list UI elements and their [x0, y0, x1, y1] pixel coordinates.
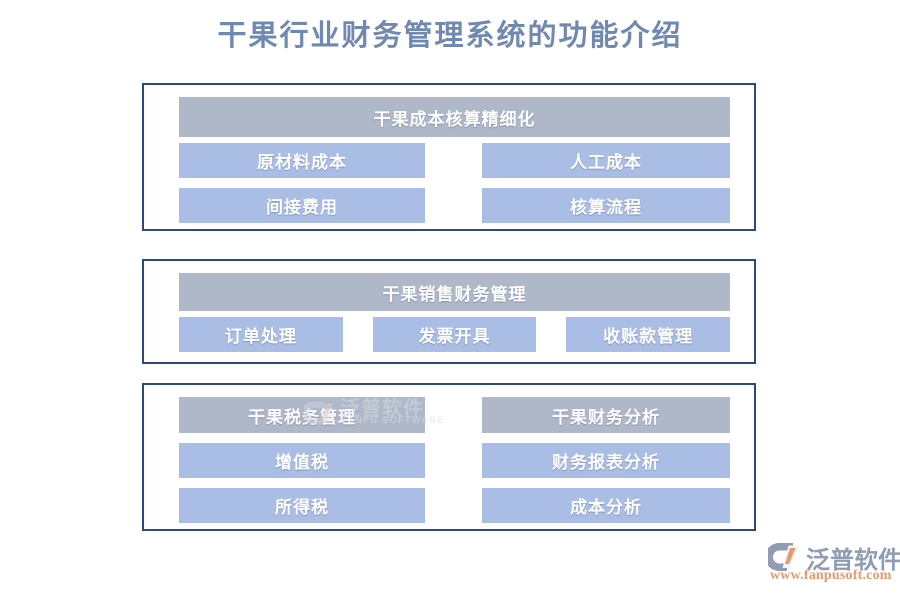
item-bar[interactable]: 成本分析	[482, 488, 730, 523]
section-inner: 干果销售财务管理 订单处理 发票开具 收账款管理	[179, 273, 730, 352]
item-bar[interactable]: 间接费用	[179, 188, 425, 223]
section-cost-accounting: 干果成本核算精细化 原材料成本 人工成本 间接费用 核算流程	[142, 83, 756, 231]
section-inner: 干果税务管理 增值税 所得税 干果财务分析 财务报表分析 成本分析	[179, 397, 730, 523]
brand-logo: 泛普软件 www.fanpusoft.com	[768, 540, 900, 588]
group-tax-management: 干果税务管理 增值税 所得税	[179, 397, 425, 523]
item-bar[interactable]: 发票开具	[372, 317, 537, 352]
group-financial-analysis: 干果财务分析 财务报表分析 成本分析	[482, 397, 730, 523]
section-group-grid: 干果税务管理 增值税 所得税 干果财务分析 财务报表分析 成本分析	[179, 397, 730, 523]
item-bar[interactable]: 核算流程	[482, 188, 730, 223]
section-header-bar[interactable]: 干果销售财务管理	[179, 273, 730, 311]
item-bar[interactable]: 原材料成本	[179, 143, 425, 178]
section-sales-finance: 干果销售财务管理 订单处理 发票开具 收账款管理	[142, 259, 756, 364]
brand-name: 泛普软件	[806, 548, 900, 574]
group-header-bar[interactable]: 干果财务分析	[482, 397, 730, 433]
item-bar[interactable]: 人工成本	[482, 143, 730, 178]
section-inner: 干果成本核算精细化 原材料成本 人工成本 间接费用 核算流程	[179, 97, 730, 223]
section-item-grid: 原材料成本 人工成本 间接费用 核算流程	[179, 143, 730, 223]
item-bar[interactable]: 增值税	[179, 443, 425, 478]
item-bar[interactable]: 财务报表分析	[482, 443, 730, 478]
brand-url: www.fanpusoft.com	[770, 568, 892, 583]
group-header-bar[interactable]: 干果税务管理	[179, 397, 425, 433]
section-header-bar[interactable]: 干果成本核算精细化	[179, 97, 730, 137]
section-item-grid: 订单处理 发票开具 收账款管理	[179, 317, 730, 352]
fanpu-logo-mark-icon	[768, 543, 799, 571]
page-title: 干果行业财务管理系统的功能介绍	[217, 20, 683, 52]
item-bar[interactable]: 订单处理	[179, 317, 343, 352]
item-bar[interactable]: 所得税	[179, 488, 425, 523]
section-tax-and-analysis: 干果税务管理 增值税 所得税 干果财务分析 财务报表分析 成本分析	[142, 383, 756, 531]
item-bar[interactable]: 收账款管理	[566, 317, 730, 352]
